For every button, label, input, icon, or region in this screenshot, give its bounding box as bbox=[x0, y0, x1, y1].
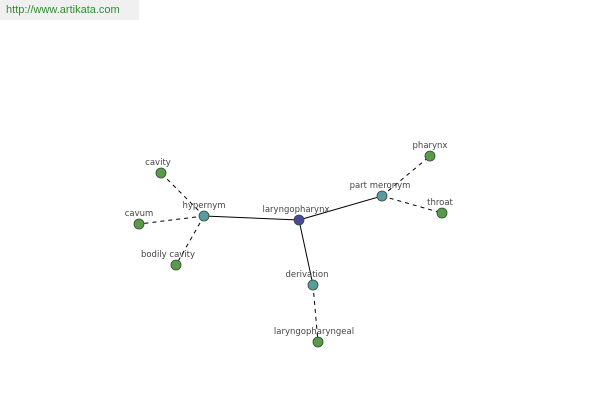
edge-derivation-to-laryngopharyngeal bbox=[312, 284, 319, 343]
node-label-bodily-cavity[interactable]: bodily cavity bbox=[141, 250, 195, 260]
edge-part-meronym-to-throat bbox=[381, 195, 443, 214]
node-cavum[interactable] bbox=[133, 218, 145, 230]
node-label-hypernym[interactable]: hypernym bbox=[182, 201, 225, 211]
labels-layer: laryngopharynx hypernym part meronym deriva… bbox=[125, 141, 454, 337]
node-label-part-meronym[interactable]: part meronym bbox=[350, 181, 411, 191]
edge-hypernym-to-cavity bbox=[160, 172, 205, 217]
edge-hypernym-to-bodily-cavity bbox=[175, 215, 205, 266]
edge-hypernym-to-cavum bbox=[138, 215, 205, 225]
node-label-pharynx[interactable]: pharynx bbox=[413, 141, 448, 151]
node-label-cavum[interactable]: cavum bbox=[125, 209, 154, 219]
node-label-laryngopharyngeal[interactable]: laryngopharyngeal bbox=[274, 327, 354, 337]
node-part-meronym[interactable] bbox=[376, 190, 388, 202]
edge-laryngopharynx-to-derivation bbox=[298, 219, 314, 286]
node-derivation[interactable] bbox=[307, 279, 319, 291]
node-label-derivation[interactable]: derivation bbox=[285, 270, 328, 280]
node-laryngopharynx[interactable] bbox=[293, 214, 305, 226]
edge-laryngopharynx-to-hypernym bbox=[203, 215, 300, 221]
node-label-throat[interactable]: throat bbox=[427, 198, 453, 208]
node-label-cavity[interactable]: cavity bbox=[145, 158, 171, 168]
source-url-link[interactable]: http://www.artikata.com bbox=[0, 0, 139, 20]
node-laryngopharyngeal[interactable] bbox=[312, 336, 324, 348]
node-hypernym[interactable] bbox=[198, 210, 210, 222]
node-bodily-cavity[interactable] bbox=[170, 259, 182, 271]
edges-layer bbox=[138, 155, 443, 343]
node-label-laryngopharynx[interactable]: laryngopharynx bbox=[262, 205, 329, 215]
edge-part-meronym-to-pharynx bbox=[381, 155, 431, 197]
node-throat[interactable] bbox=[436, 207, 448, 219]
node-pharynx[interactable] bbox=[424, 150, 436, 162]
node-cavity[interactable] bbox=[155, 167, 167, 179]
edge-laryngopharynx-to-part-meronym bbox=[298, 195, 383, 221]
nodes-layer bbox=[133, 150, 448, 348]
